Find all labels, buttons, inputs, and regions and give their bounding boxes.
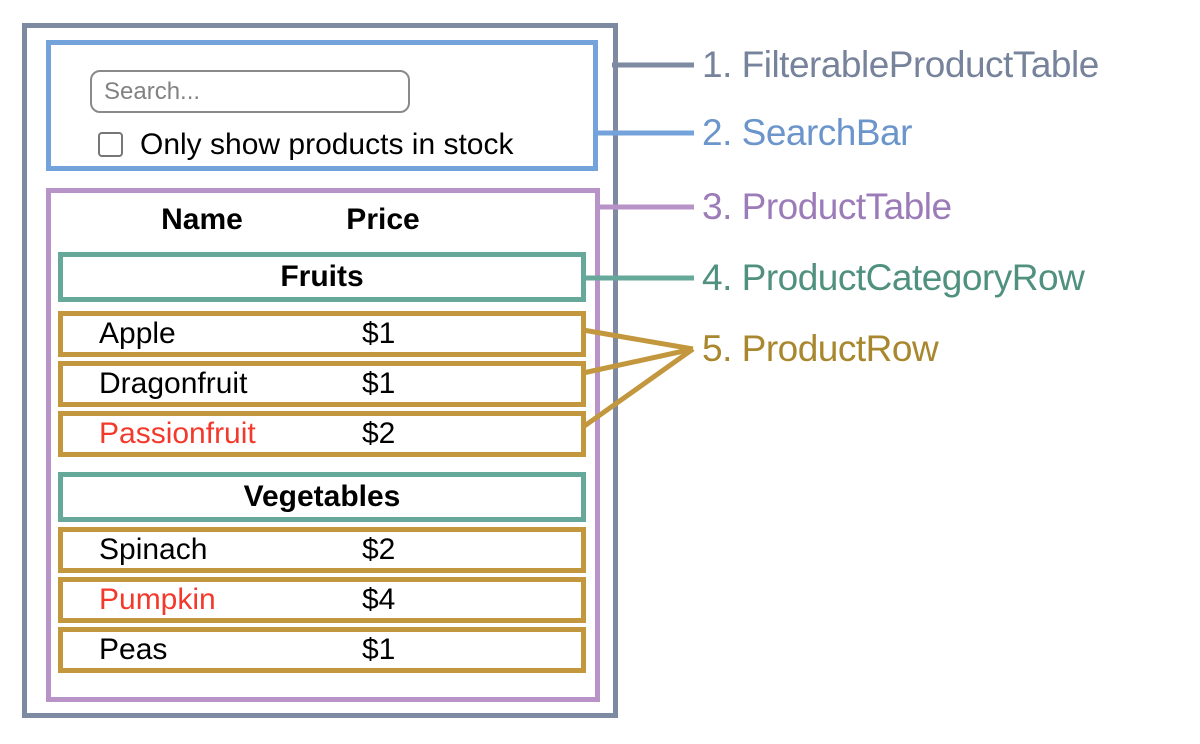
product-price: $2 [362,533,396,566]
product-name: Peas [99,633,168,666]
category-row-fruits: Fruits [58,252,586,302]
category-label: Vegetables [243,480,401,513]
label-product-category-row: 4. ProductCategoryRow [702,257,1085,298]
product-price: $1 [362,633,396,666]
in-stock-checkbox-label: Only show products in stock [140,128,514,161]
product-price: $4 [362,583,396,616]
product-price: $1 [362,317,396,350]
product-row: Apple $1 [58,311,586,357]
product-price: $1 [362,367,396,400]
column-header-name: Name [161,203,243,236]
product-row: Peas $1 [58,627,586,673]
category-label: Fruits [280,260,364,293]
product-row: Passionfruit $2 [58,411,586,457]
product-name-out-of-stock: Passionfruit [99,417,256,450]
column-header-price: Price [346,203,420,236]
label-filterable-product-table: 1. FilterableProductTable [702,44,1099,85]
product-row: Pumpkin $4 [58,577,586,623]
label-search-bar: 2. SearchBar [702,112,912,153]
product-price: $2 [362,417,396,450]
product-row: Spinach $2 [58,527,586,573]
product-name: Apple [99,317,176,350]
product-row: Dragonfruit $1 [58,361,586,407]
category-row-vegetables: Vegetables [58,472,586,522]
label-product-row: 5. ProductRow [702,328,939,369]
label-product-table: 3. ProductTable [702,186,952,227]
product-name: Spinach [99,533,208,566]
product-name-out-of-stock: Pumpkin [99,583,216,616]
in-stock-checkbox[interactable] [98,132,123,157]
product-name: Dragonfruit [99,367,248,400]
search-input[interactable] [90,70,410,113]
